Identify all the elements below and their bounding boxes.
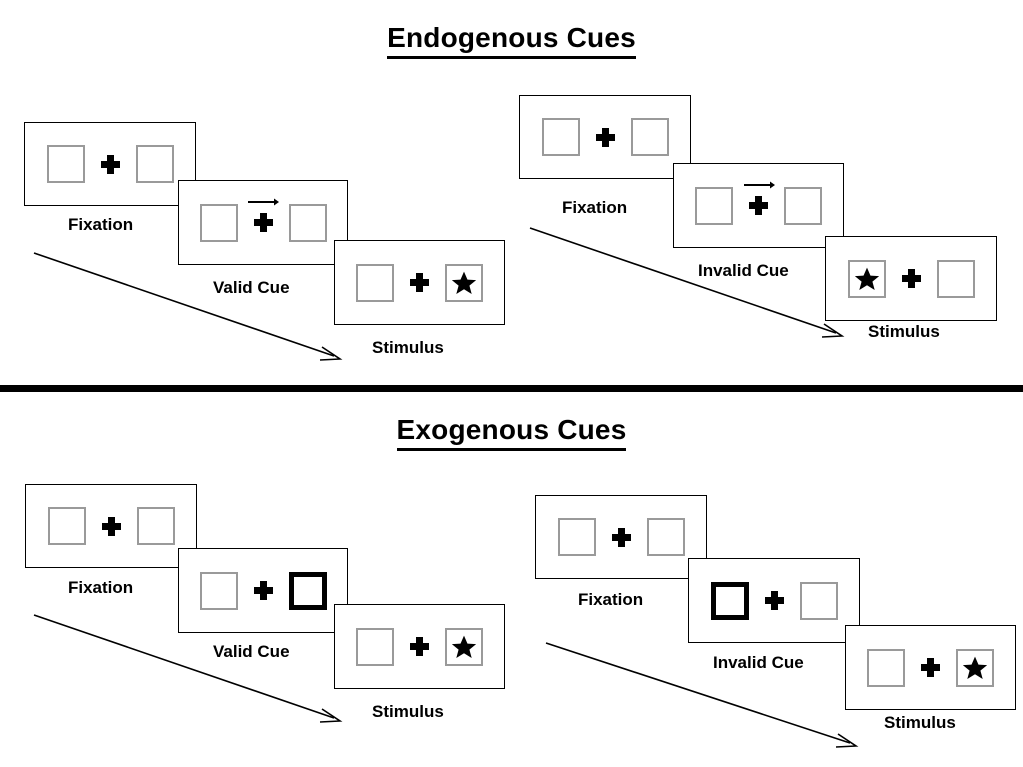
section-title-exogenous: Exogenous Cues [0, 414, 1023, 451]
stage-label-stimulus: Stimulus [884, 713, 956, 732]
stage-label-fixation: Fixation [578, 590, 644, 609]
frame-content [179, 198, 347, 242]
placeholder-box-right [936, 259, 975, 298]
star-icon [451, 635, 477, 658]
fixation-cross-icon [595, 127, 615, 147]
placeholder-box-right-target [445, 263, 483, 302]
star-icon [854, 267, 879, 290]
fixation-cross-icon [253, 213, 273, 232]
placeholder-box-left-cued [710, 581, 749, 620]
trial-frame-valid-cue [178, 180, 348, 265]
frame-content [826, 259, 996, 298]
fixation-cross-icon [410, 637, 429, 656]
fixation-cross-wrap [595, 127, 615, 147]
stage-label-stimulus: Stimulus [372, 338, 444, 357]
trial-frame-invalid-cue [673, 163, 844, 248]
trial-frame-invalid-cue [688, 558, 860, 643]
stage-label-fixation: Fixation [562, 198, 628, 217]
frame-content [335, 627, 504, 666]
trial-frame-valid-cue [178, 548, 348, 633]
placeholder-box-right [136, 507, 175, 545]
fixation-cross-wrap [100, 154, 120, 174]
trial-frame-fixation [24, 122, 196, 206]
fixation-cross-wrap [248, 198, 279, 232]
fixation-cross-icon [100, 154, 120, 174]
frame-content [536, 518, 706, 556]
stage-label-fixation: Fixation [68, 215, 134, 234]
placeholder-box-left [199, 203, 238, 242]
placeholder-box-left [557, 518, 596, 556]
placeholder-box-right [630, 118, 669, 156]
placeholder-box-right-cued [288, 571, 327, 610]
trial-frame-stimulus [334, 240, 505, 325]
trial-frame-fixation [535, 495, 707, 579]
placeholder-box-left [199, 571, 238, 610]
fixation-cross-icon [611, 527, 631, 547]
placeholder-box-left [46, 145, 85, 183]
placeholder-box-right [288, 203, 327, 242]
stage-label-fixation: Fixation [68, 578, 134, 597]
fixation-cross-icon [749, 196, 768, 215]
stage-label-valid-cue: Valid Cue [213, 642, 290, 661]
fixation-cross-icon [253, 581, 273, 600]
placeholder-box-left [867, 648, 905, 687]
fixation-cross-wrap [101, 516, 121, 536]
flow-arrow-exogenous-invalid [545, 642, 859, 748]
trial-frame-stimulus [334, 604, 505, 689]
trial-frame-stimulus [845, 625, 1016, 710]
section-title-exogenous-text: Exogenous Cues [396, 414, 627, 451]
frame-content [25, 145, 195, 183]
stage-label-invalid-cue: Invalid Cue [698, 261, 789, 280]
frame-content [846, 648, 1015, 687]
stage-label-valid-cue: Valid Cue [213, 278, 290, 297]
stage-label-stimulus: Stimulus [868, 322, 940, 341]
fixation-cross-wrap [764, 591, 784, 610]
placeholder-box-right-target [956, 648, 994, 687]
stage-label-stimulus: Stimulus [372, 702, 444, 721]
placeholder-box-right [135, 145, 174, 183]
placeholder-box-left-target [847, 259, 886, 298]
frame-content [335, 263, 504, 302]
frame-content [689, 581, 859, 620]
placeholder-box-left [47, 507, 86, 545]
fixation-cross-wrap [921, 658, 940, 677]
placeholder-box-left [356, 263, 394, 302]
section-title-endogenous: Endogenous Cues [0, 22, 1023, 59]
trial-frame-stimulus [825, 236, 997, 321]
frame-content [520, 118, 690, 156]
placeholder-box-left [695, 186, 733, 225]
fixation-cross-icon [901, 269, 921, 288]
fixation-cross-wrap [410, 637, 429, 656]
placeholder-box-left [356, 627, 394, 666]
fixation-cross-icon [764, 591, 784, 610]
placeholder-box-left [541, 118, 580, 156]
frame-content [179, 571, 347, 610]
stage-label-invalid-cue: Invalid Cue [713, 653, 804, 672]
frame-content [674, 181, 843, 225]
frame-content [26, 507, 196, 545]
placeholder-box-right-target [445, 627, 483, 666]
placeholder-box-right [784, 186, 822, 225]
cue-arrow-right-icon [743, 181, 775, 189]
fixation-cross-wrap [253, 581, 273, 600]
trial-frame-fixation [25, 484, 197, 568]
fixation-cross-icon [101, 516, 121, 536]
fixation-cross-wrap [743, 181, 775, 215]
placeholder-box-right [646, 518, 685, 556]
placeholder-box-right [799, 581, 838, 620]
fixation-cross-wrap [611, 527, 631, 547]
fixation-cross-wrap [901, 269, 921, 288]
section-title-endogenous-text: Endogenous Cues [387, 22, 636, 59]
fixation-cross-wrap [410, 273, 429, 292]
fixation-cross-icon [921, 658, 940, 677]
section-divider [0, 385, 1023, 392]
cue-arrow-right-icon [248, 198, 279, 206]
fixation-cross-icon [410, 273, 429, 292]
star-icon [451, 271, 477, 294]
star-icon [962, 656, 988, 679]
trial-frame-fixation [519, 95, 691, 179]
